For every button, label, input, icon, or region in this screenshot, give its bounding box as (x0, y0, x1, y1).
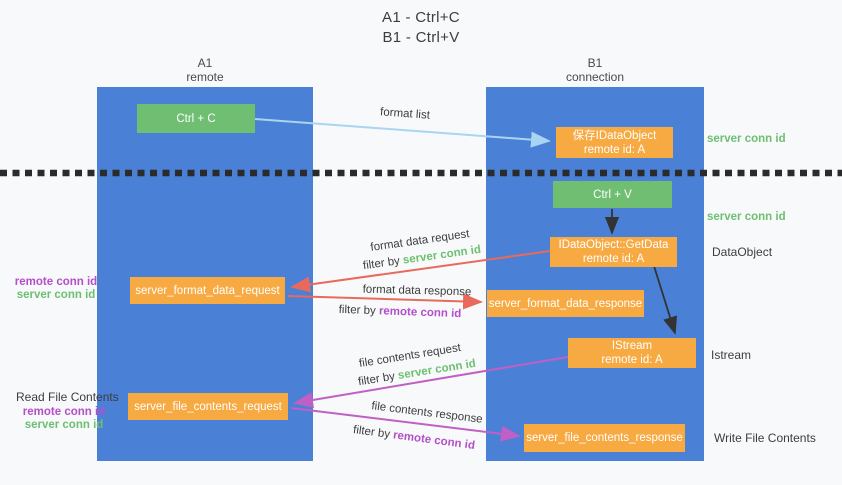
filter-by-text: filter by (338, 303, 380, 318)
arrow-file-contents-request (293, 356, 569, 408)
arrow-format-data-request (290, 250, 551, 293)
node-server-file-contents-request-label: server_file_contents_request (134, 400, 282, 413)
remote-conn-id-label: remote conn id (22, 406, 106, 418)
lane-a1-header: A1 remote (97, 56, 313, 84)
server-conn-id-label: server conn id (16, 289, 96, 301)
istream-label: Istream (711, 348, 752, 362)
node-server-format-data-response-label: server_format_data_response (488, 297, 643, 310)
node-server-format-data-request-label: server_format_data_request (135, 284, 280, 297)
dataobject-label: DataObject (712, 245, 773, 259)
remote-conn-id-label: remote conn id (14, 276, 98, 288)
lane-b1-name: B1 (587, 56, 603, 70)
node-server-format-data-response: server_format_data_response (487, 290, 644, 317)
diagram-title: A1 - Ctrl+C B1 - Ctrl+V (0, 8, 842, 48)
left-conn-id-pair-bottom: remote conn id server conn id (18, 406, 110, 432)
server-conn-id-label: server conn id (24, 419, 104, 431)
node-ctrl-v-label: Ctrl + V (593, 188, 632, 201)
left-conn-id-pair-top: remote conn id server conn id (10, 276, 102, 302)
node-server-file-contents-request: server_file_contents_request (128, 393, 288, 420)
node-server-file-contents-response: server_file_contents_response (524, 424, 685, 452)
read-file-contents-label: Read File Contents (16, 390, 119, 404)
node-istream-remote-id: remote id: A (601, 354, 663, 366)
node-getdata-remote-id: remote id: A (582, 253, 645, 265)
arrow-format-data-response (287, 293, 483, 310)
arrow-getdata-to-istream (653, 265, 678, 335)
node-istream: IStream remote id: A (568, 338, 696, 368)
node-server-format-data-request: server_format_data_request (130, 277, 285, 304)
node-idataobject-getdata: IDataObject::GetData remote id: A (550, 237, 677, 267)
node-istream-title: IStream (611, 340, 653, 352)
lane-b1-role: connection (565, 70, 625, 84)
lane-a1-name: A1 (197, 56, 213, 70)
node-save-idataobject-remote-id: remote id: A (583, 143, 646, 156)
lane-b1-header: B1 connection (486, 56, 704, 84)
node-ctrl-v: Ctrl + V (553, 181, 672, 208)
node-ctrl-c-label: Ctrl + C (176, 112, 216, 125)
node-server-file-contents-response-label: server_file_contents_response (526, 432, 683, 444)
arrow-file-contents-response (290, 407, 521, 442)
node-getdata-title: IDataObject::GetData (558, 239, 669, 251)
write-file-contents-label: Write File Contents (714, 431, 816, 445)
title-line-ctrl-v: B1 - Ctrl+V (382, 29, 460, 46)
arrow-format-list (254, 118, 551, 148)
server-conn-id-label-top: server conn id (707, 133, 786, 145)
node-save-idataobject-title: 保存IDataObject (572, 129, 657, 142)
node-ctrl-c: Ctrl + C (137, 104, 255, 133)
title-line-ctrl-c: A1 - Ctrl+C (382, 9, 460, 26)
node-save-idataobject: 保存IDataObject remote id: A (556, 127, 673, 158)
lane-a1-role: remote (186, 70, 224, 84)
server-conn-id-label-mid: server conn id (707, 211, 786, 223)
